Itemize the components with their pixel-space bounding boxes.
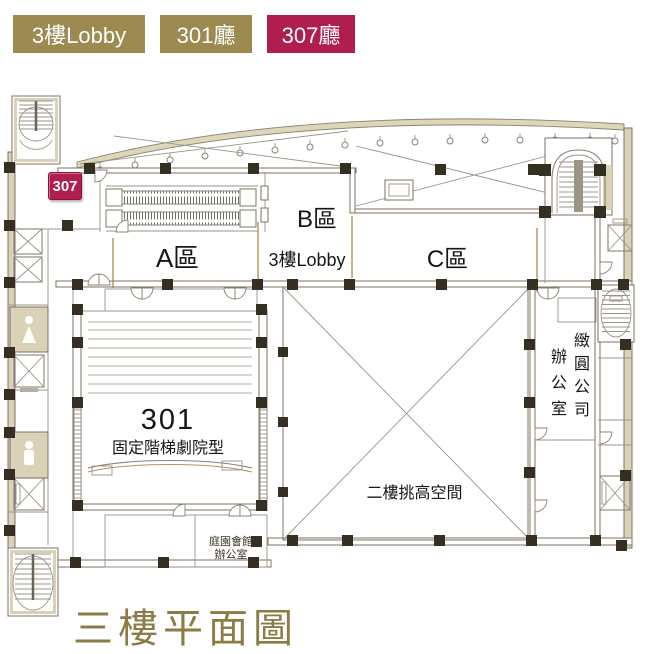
marker-307-badge[interactable]: 307 xyxy=(48,172,82,200)
tab-hall-301[interactable]: 301廳 xyxy=(160,15,252,53)
elevator-left-3 xyxy=(13,354,45,392)
office-label: 辦公室 xyxy=(548,348,565,426)
tab-lobby-3f[interactable]: 3樓Lobby xyxy=(13,15,145,53)
escalators xyxy=(105,185,258,232)
garden-hall-office-line2: 辦公室 xyxy=(214,549,248,561)
columns xyxy=(4,162,631,568)
hall-301-number: 301 xyxy=(140,404,196,436)
tab-hall-307[interactable]: 307廳 xyxy=(267,15,355,53)
stair-grand-arch xyxy=(544,137,613,216)
plan-title: 三樓平面圖 xyxy=(73,607,298,651)
hall-301-type: 固定階梯劇院型 xyxy=(111,440,224,457)
elevator-top-right xyxy=(607,218,633,252)
zone-separator-lines xyxy=(112,216,538,292)
stair-bottom-left xyxy=(7,547,59,617)
double-height-label: 二樓挑高空間 xyxy=(366,485,463,502)
stair-top-left xyxy=(11,95,61,165)
skylight xyxy=(384,179,414,201)
office-company-label: 緻圓公司 xyxy=(571,332,588,424)
elevator-left-2 xyxy=(13,256,43,283)
garden-hall-office-line1: 庭園會館 xyxy=(209,536,253,548)
garden-hall-office-label: 庭園會館 辦公室 xyxy=(192,536,270,562)
restroom-female xyxy=(9,306,49,353)
zone-a-label: A區 xyxy=(155,243,200,273)
zone-c-label: C區 xyxy=(426,246,469,273)
elevator-left-4 xyxy=(13,477,45,511)
zone-b-label: B區 xyxy=(296,206,337,233)
lobby-label: 3樓Lobby xyxy=(268,250,346,270)
double-height-room xyxy=(282,286,531,541)
terrace-braces xyxy=(79,130,609,208)
male-icon xyxy=(25,441,33,449)
elevator-left-1 xyxy=(13,228,43,255)
elevator-bottom-right xyxy=(599,475,631,511)
restroom-male xyxy=(9,431,49,479)
female-icon xyxy=(25,316,33,324)
stair-mid-right xyxy=(597,284,635,343)
